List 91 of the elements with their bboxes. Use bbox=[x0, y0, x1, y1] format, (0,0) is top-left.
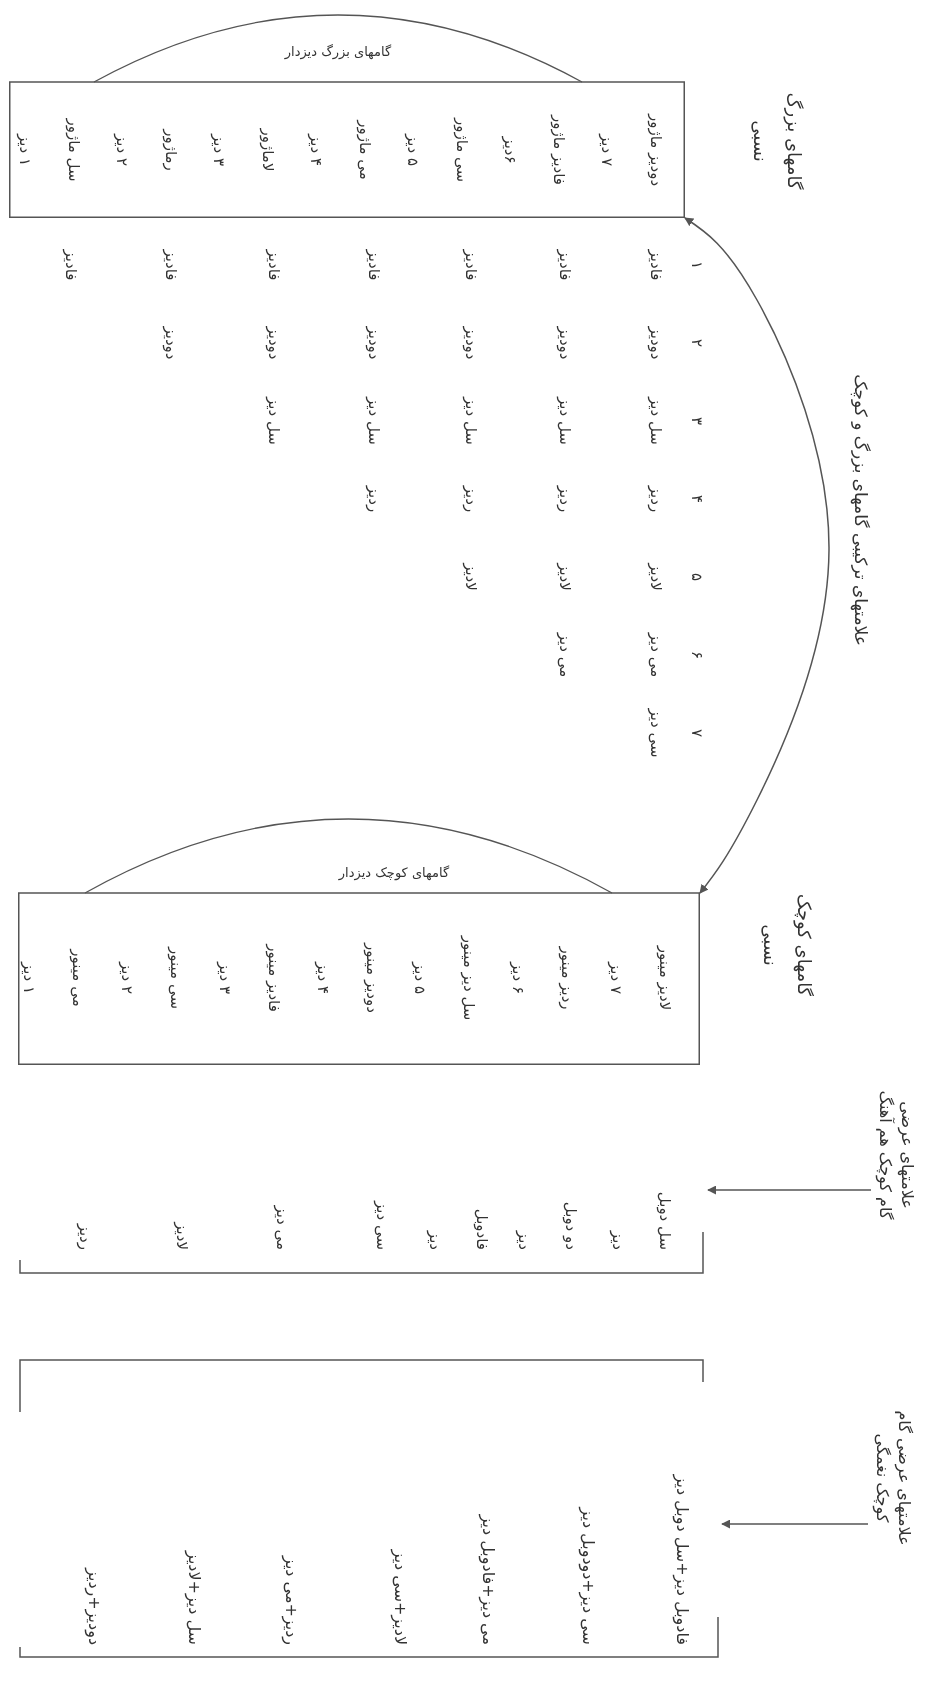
sharp-note-text: لادیز bbox=[647, 563, 665, 591]
heading: گامهای کوچک نسبی bbox=[753, 892, 821, 998]
sharp-note-text: سی دیز bbox=[647, 708, 665, 758]
list-text: ۲ دیز bbox=[118, 962, 137, 994]
sharp-note-text: فادیز bbox=[556, 249, 574, 281]
list-text: ۱ دیز bbox=[20, 962, 39, 994]
sharp-note-text: فادیز bbox=[162, 249, 180, 281]
list-text: سی ماژور bbox=[453, 117, 471, 183]
list-text: می دیز+فادوبل دیز bbox=[479, 1514, 497, 1645]
list-text: دیز bbox=[426, 1230, 444, 1250]
list-text: دودیز+ردیز bbox=[85, 1568, 103, 1645]
sharp-note-text: فادیز bbox=[265, 249, 283, 281]
list-text: لادیز+سی دیز bbox=[391, 1549, 409, 1645]
sharp-note-text: لادیز bbox=[462, 563, 480, 591]
list-text: ۳ دیز bbox=[210, 134, 229, 166]
sharp-note-text: دودیز bbox=[647, 326, 665, 360]
list-text: سل دیز+لادیز bbox=[185, 1551, 203, 1645]
list-text: فادیز مینور bbox=[264, 944, 283, 1012]
sharp-note-text: سل دیز bbox=[556, 397, 574, 445]
column-number: ۷ bbox=[688, 728, 706, 738]
sharp-note-text: دودیز bbox=[265, 326, 283, 360]
column-number: ۵ bbox=[688, 572, 706, 582]
sharp-note-text: می دیز bbox=[647, 632, 665, 678]
list-text: دیز bbox=[609, 1230, 627, 1250]
list-text: ۵ دیز bbox=[404, 134, 423, 166]
list-text: سل دوبل bbox=[656, 1191, 674, 1250]
sharp-note-text: دودیز bbox=[162, 326, 180, 360]
sharp-note-text: سل دیز bbox=[462, 397, 480, 445]
list-text: فادیز ماژور bbox=[550, 115, 568, 185]
list-text: ۶ دیز bbox=[509, 962, 528, 994]
heading: گامهای بزرگ نسبی bbox=[743, 90, 811, 192]
list-text: ردیز+می دیز bbox=[282, 1556, 300, 1645]
sharp-note-text: ردیز bbox=[556, 485, 574, 513]
list-text: سی دیز+دودوبل دیز bbox=[579, 1507, 597, 1645]
list-text: سل ماژور bbox=[65, 118, 83, 182]
sharp-note-text: سل دیز bbox=[265, 397, 283, 445]
list-text: فادوبل bbox=[473, 1208, 491, 1250]
list-text: ۵ دیز bbox=[411, 962, 430, 994]
list-text: ۴ دیز bbox=[313, 962, 332, 994]
list-text: دو دوبل bbox=[562, 1201, 580, 1250]
list-text: ۷ دیز bbox=[598, 134, 617, 166]
list-text: ۳ دیز bbox=[215, 962, 234, 994]
list-text: سی دیز bbox=[373, 1201, 391, 1250]
list-text: می مینور bbox=[69, 949, 88, 1007]
heading: علامتهای عرضی گام کوچک هم آهنگ bbox=[874, 1088, 918, 1222]
list-text: لاماژور bbox=[259, 128, 277, 172]
bracket-heading: گامهای کوچک دیزدار bbox=[338, 864, 450, 882]
arrow bbox=[721, 1519, 869, 1529]
list-text: ردیز bbox=[76, 1223, 94, 1250]
curved-arrow bbox=[684, 217, 830, 894]
sharp-note-text: ردیز bbox=[462, 485, 480, 513]
list-text: می ماژور bbox=[356, 120, 374, 180]
sharp-note-text: فادیز bbox=[365, 249, 383, 281]
sharp-note-text: ردیز bbox=[365, 485, 383, 513]
sharp-note-text: فادیز bbox=[462, 249, 480, 281]
list-text: رماژور bbox=[162, 129, 180, 171]
sharp-note-text: سل دیز bbox=[365, 397, 383, 445]
list-text: دودیز ماژور bbox=[647, 113, 665, 187]
column-number: ۳ bbox=[688, 416, 706, 426]
list-text: دودیز مینور bbox=[362, 943, 381, 1013]
sharp-note-text: ردیز bbox=[647, 485, 665, 513]
list-text: ۶دیز bbox=[501, 136, 520, 164]
scale-box bbox=[18, 815, 700, 1065]
list-text: فادوبل دیز+سل دوبل دیز bbox=[673, 1474, 691, 1645]
list-text: سی مینور bbox=[167, 947, 185, 1009]
list-text: ۱ دیز bbox=[16, 134, 35, 166]
list-text: ردیز مینور bbox=[558, 946, 577, 1010]
column-number: ۱ bbox=[688, 260, 706, 270]
column-number: ۴ bbox=[688, 494, 706, 504]
list-text: دیز bbox=[515, 1230, 533, 1250]
sharp-note-text: می دیز bbox=[556, 632, 574, 678]
list-text: لادیز bbox=[173, 1222, 191, 1250]
column-number: ۲ bbox=[688, 338, 706, 348]
sharp-note-text: فادیز bbox=[647, 249, 665, 281]
column-number: ۶ bbox=[688, 650, 706, 660]
arrow bbox=[707, 1185, 872, 1195]
list-text: ۷ دیز bbox=[607, 962, 626, 994]
list-text: سل دیز مینور bbox=[460, 935, 479, 1021]
sharp-note-text: لادیز bbox=[556, 563, 574, 591]
sharp-note-text: سل دیز bbox=[647, 397, 665, 445]
sharp-note-text: دودیز bbox=[365, 326, 383, 360]
bracket-heading: گامهای بزرگ دیزدار bbox=[284, 43, 392, 61]
sharp-note-text: فادیز bbox=[62, 249, 80, 281]
heading: علامتهای عرضی گام کوچک نغمگی bbox=[871, 1408, 915, 1548]
list-text: می دیز bbox=[273, 1205, 291, 1250]
list-text: لادیز مینور bbox=[656, 945, 674, 1011]
scale-box bbox=[9, 12, 685, 218]
list-text: ۴ دیز bbox=[307, 134, 326, 166]
sharp-note-text: دودیز bbox=[462, 326, 480, 360]
list-text: ۲ دیز bbox=[113, 134, 132, 166]
sharp-note-text: دودیز bbox=[556, 326, 574, 360]
